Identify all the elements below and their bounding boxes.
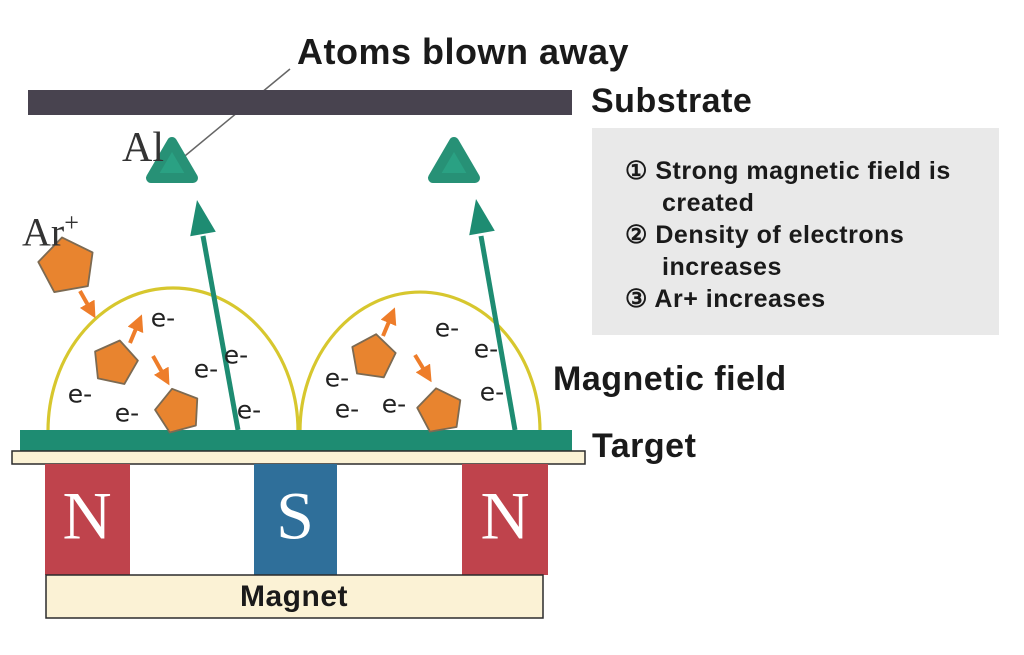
electron-label: e- [334,394,360,424]
electron-label: e- [479,377,505,407]
sputter-arrow-left [200,235,241,431]
ion-arrow [413,353,432,383]
diagram-title: Atoms blown away [297,31,630,72]
ion-arrow [380,307,397,337]
ion-arrow [78,290,96,319]
magnet-label: Magnet [240,580,348,613]
electron-label: e- [114,398,140,428]
pole-letter-south: S [276,477,314,554]
target-label: Target [592,427,697,465]
target-bar [20,430,572,451]
argon-ion-label: Ar+ [22,208,79,255]
magnet-north-right [462,464,548,575]
pole-letter-north-right: N [480,477,530,554]
electron-label: e- [67,379,93,409]
sputter-arrowhead-left [190,200,216,237]
magnet-north-left [45,464,130,575]
backing-plate [11,450,586,465]
notes-panel: ① Strong magnetic field is created ② Den… [592,128,999,335]
ion-arrow [151,355,170,386]
substrate-bar [28,90,572,115]
notes-list: ① Strong magnetic field is created ② Den… [592,128,999,315]
electron-label: e- [236,395,262,425]
substrate-label: Substrate [591,82,753,120]
pole-letter-north-left: N [62,477,112,554]
electron-label: e- [324,363,350,393]
sputter-arrow-right [478,235,518,431]
sputter-arrowhead-right [469,199,495,236]
ion-arrow [127,314,144,344]
magnetic-field-arc-right [298,290,542,432]
electron-label: e- [193,354,219,384]
note-item: ② Density of electrons increases [625,221,905,281]
argon-ion [414,385,464,434]
magnetic-field-arc-left [46,286,300,432]
electron-label: e- [150,303,176,333]
aluminum-atom-right [428,137,480,183]
note-item: ① Strong magnetic field is created [625,157,951,217]
aluminum-atom-left [146,137,198,183]
electron-label: e- [223,340,249,370]
aluminum-label: Al [122,125,164,171]
electron-label: e- [381,389,407,419]
argon-charge: + [64,208,79,237]
electron-label: e- [434,313,460,343]
argon-ion [349,331,398,378]
argon-symbol: Ar [22,209,65,255]
note-item: ③ Ar+ increases [625,285,826,313]
magnet-south [254,464,337,575]
electron-label: e- [473,334,499,364]
magnet-base [45,574,544,619]
argon-ion [151,383,204,435]
argon-ion [90,336,141,386]
magnetic-field-label: Magnetic field [553,360,787,398]
